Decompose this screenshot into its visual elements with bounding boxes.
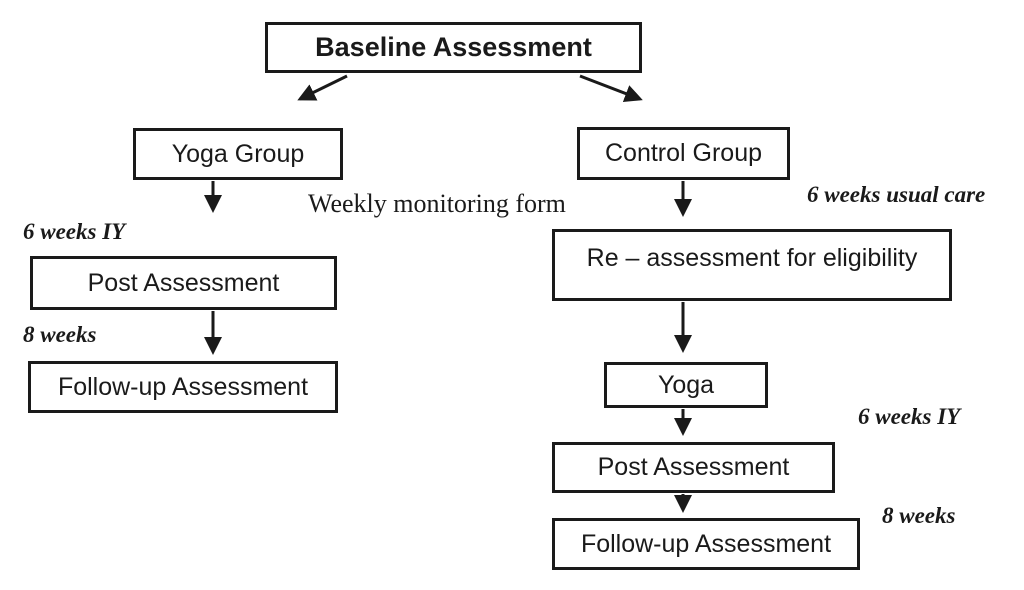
weekly-monitoring-note: Weekly monitoring form	[308, 189, 566, 218]
right-post-assessment-label: Post Assessment	[597, 453, 790, 481]
right-duration-8-weeks: 8 weeks	[882, 503, 956, 528]
reassessment-box: Re – assessment for eligibility	[552, 229, 952, 301]
right-yoga-box: Yoga	[604, 362, 768, 408]
arrow-baseline-to-yoga-group	[297, 74, 348, 101]
left-followup-assessment-box: Follow-up Assessment	[28, 361, 338, 413]
left-post-assessment-box: Post Assessment	[30, 256, 337, 310]
left-duration-6-weeks-iy: 6 weeks IY	[23, 219, 126, 244]
left-followup-assessment-label: Follow-up Assessment	[57, 372, 309, 401]
control-group-label: Control Group	[604, 139, 763, 167]
right-followup-assessment-box: Follow-up Assessment	[552, 518, 860, 570]
right-post-assessment-box: Post Assessment	[552, 442, 835, 493]
control-group-box: Control Group	[577, 127, 790, 180]
right-duration-6-weeks-iy: 6 weeks IY	[858, 404, 961, 429]
left-post-assessment-label: Post Assessment	[87, 268, 280, 297]
baseline-assessment-label: Baseline Assessment	[315, 32, 592, 62]
baseline-assessment-box: Baseline Assessment	[265, 22, 642, 73]
right-duration-usual-care: 6 weeks usual care	[807, 182, 986, 207]
left-duration-8-weeks: 8 weeks	[23, 322, 97, 347]
reassessment-label: Re – assessment for eligibility	[586, 244, 918, 272]
yoga-group-box: Yoga Group	[133, 128, 343, 180]
right-followup-assessment-label: Follow-up Assessment	[580, 529, 832, 558]
arrow-baseline-to-control-group	[579, 74, 643, 103]
right-yoga-label: Yoga	[657, 370, 715, 399]
yoga-group-label: Yoga Group	[171, 139, 305, 168]
